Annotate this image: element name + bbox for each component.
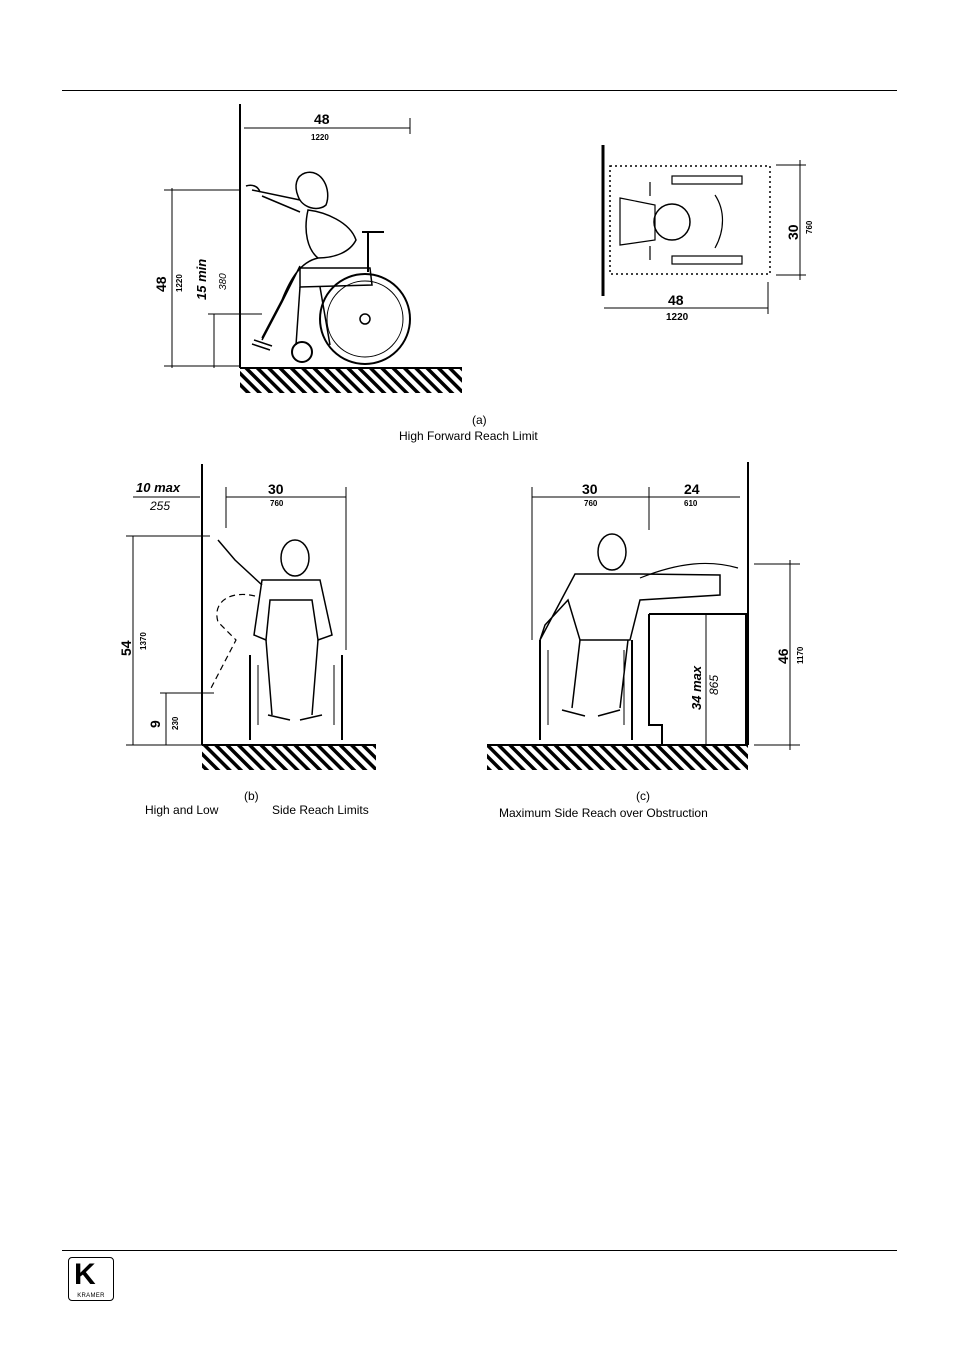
fig-a-plan-width-mm: 1220 xyxy=(666,312,689,323)
fig-c-label: (c) xyxy=(636,789,650,803)
figure-a-plan-view xyxy=(603,145,806,314)
fig-a-caption: High Forward Reach Limit xyxy=(399,429,538,443)
fig-c-reach-mm: 610 xyxy=(684,499,698,508)
fig-b-width-mm: 760 xyxy=(270,499,284,508)
fig-c-width-mm: 760 xyxy=(584,499,598,508)
fig-b-caption-right: Side Reach Limits xyxy=(272,803,369,817)
fig-c-reach-in: 24 xyxy=(684,481,700,497)
fig-b-top-max-in: 10 max xyxy=(136,480,181,495)
fig-a-plan-width-in: 48 xyxy=(668,292,684,308)
fig-c-obstruction-in: 34 max xyxy=(689,665,704,710)
fig-b-low-in: 9 xyxy=(147,720,163,728)
fig-a-height-mm: 1220 xyxy=(175,274,184,292)
fig-a-width-mm: 1220 xyxy=(311,133,329,142)
fig-a-height-in: 48 xyxy=(153,276,169,292)
fig-b-high-in: 54 xyxy=(118,640,134,656)
fig-a-label: (a) xyxy=(472,413,487,427)
fig-b-high-mm: 1370 xyxy=(139,632,148,650)
logo-text: KRAMER xyxy=(69,1293,113,1299)
fig-b-low-mm: 230 xyxy=(171,716,180,730)
fig-b-top-max-mm: 255 xyxy=(149,499,170,513)
fig-a-plan-depth-in: 30 xyxy=(785,224,801,240)
fig-c-obstruction-mm: 865 xyxy=(707,675,721,695)
fig-a-plan-depth-mm: 760 xyxy=(805,220,814,234)
fig-b-caption-left: High and Low xyxy=(145,803,219,817)
fig-c-caption: Maximum Side Reach over Obstruction xyxy=(499,806,708,820)
fig-c-high-in: 46 xyxy=(775,648,791,664)
figure-c-drawing xyxy=(487,462,800,770)
fig-a-min-in: 15 min xyxy=(194,259,209,300)
kramer-logo: K KRAMER xyxy=(68,1257,114,1301)
fig-c-width-in: 30 xyxy=(582,481,598,497)
logo-letter: K xyxy=(74,1260,96,1290)
fig-a-min-mm: 380 xyxy=(218,273,229,290)
figure-a-side-view xyxy=(164,104,462,393)
fig-b-width-in: 30 xyxy=(268,481,284,497)
fig-a-width-in: 48 xyxy=(314,111,330,127)
fig-b-label: (b) xyxy=(244,789,259,803)
fig-c-high-mm: 1170 xyxy=(796,646,805,664)
